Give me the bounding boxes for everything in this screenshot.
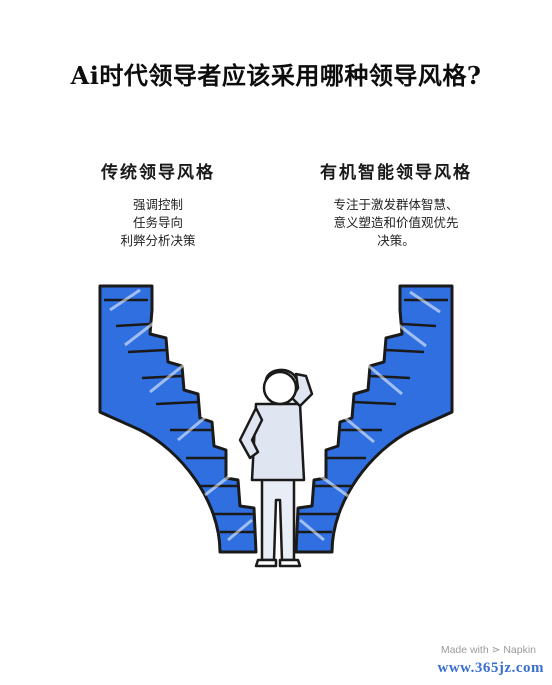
organic-line-3: 决策。 xyxy=(377,233,415,248)
traditional-line-1: 强调控制 xyxy=(132,197,183,212)
made-with-credit: Made with ⋗ Napkin xyxy=(440,644,536,656)
traditional-style-description: 强调控制 任务导向 利弊分析决策 xyxy=(58,196,258,250)
traditional-line-2: 任务导向 xyxy=(132,215,183,230)
organic-style-description: 专注于激发群体智慧、 意义塑造和价值观优先 决策。 xyxy=(296,196,496,250)
traditional-line-3: 利弊分析决策 xyxy=(120,233,196,248)
person-thinking-icon xyxy=(238,368,314,568)
organic-style-heading: 有机智能领导风格 xyxy=(320,163,472,183)
site-watermark: www.365jz.com xyxy=(437,660,544,676)
traditional-style-heading: 传统领导风格 xyxy=(101,163,215,183)
left-step-lines xyxy=(104,298,256,534)
organic-line-1: 专注于激发群体智慧、 xyxy=(333,197,459,212)
page-title: Ai时代领导者应该采用哪种领导风格? xyxy=(70,61,482,90)
sketch-highlights xyxy=(109,288,441,542)
organic-line-2: 意义塑造和价值观优先 xyxy=(333,215,459,230)
